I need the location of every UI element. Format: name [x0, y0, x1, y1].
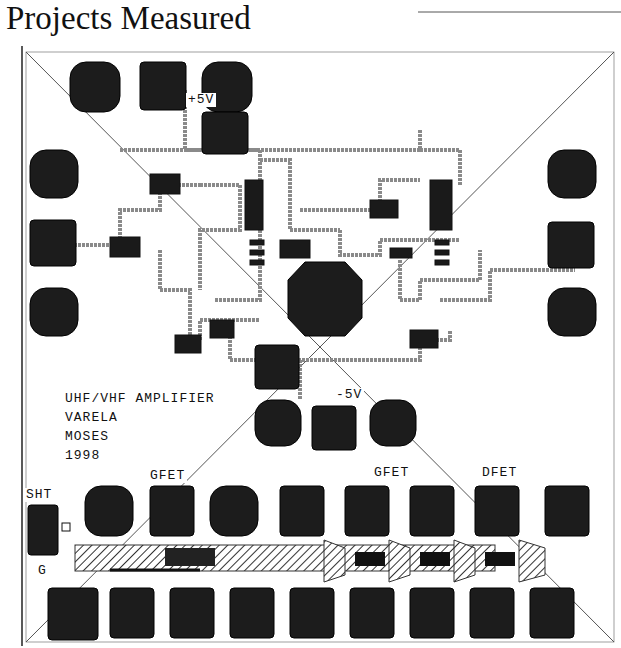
- designer-name: VARELA: [63, 411, 120, 425]
- device-label: DFET: [480, 466, 519, 480]
- supply-label: +5V: [186, 93, 216, 107]
- chip-name: UHF/VHF AMPLIFIER: [63, 392, 217, 406]
- supply-label: -5V: [334, 388, 364, 402]
- designer-name: MOSES: [63, 430, 111, 444]
- device-label: GFET: [372, 466, 411, 480]
- device-label: GFET: [148, 469, 187, 483]
- year-label: 1998: [63, 449, 102, 463]
- pin-label: G: [36, 564, 49, 578]
- page-title: Projects Measured: [6, 0, 251, 36]
- pin-label: SHT: [24, 488, 54, 502]
